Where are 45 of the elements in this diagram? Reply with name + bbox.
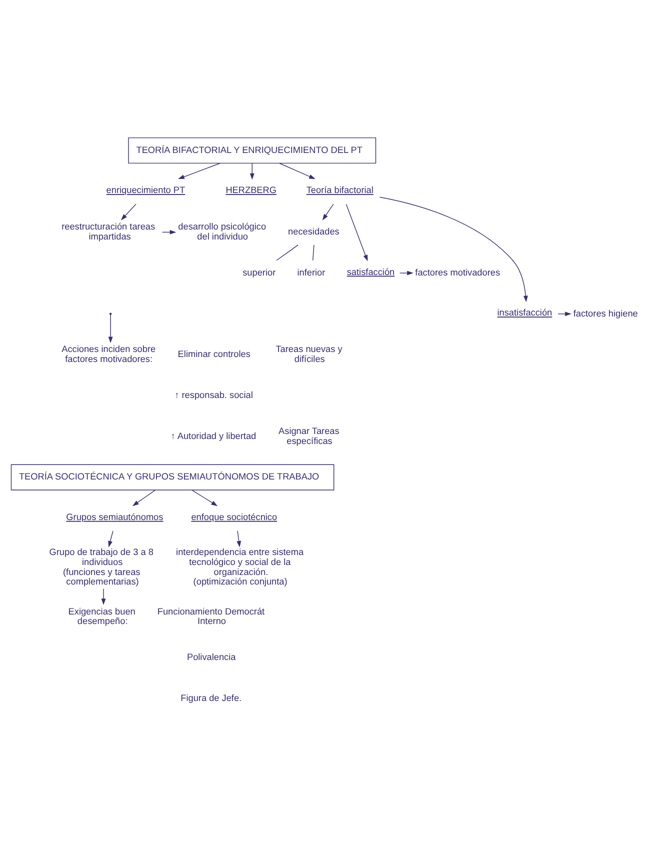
node-text: Grupos semiautónomos — [66, 511, 164, 522]
node-text: interdependencia entre sistema tecnológico y social de la organización. (optimización conjunta) — [176, 546, 304, 586]
node-text: necesidades — [288, 226, 340, 236]
node-text: Teoría bifactorial — [306, 184, 374, 195]
arrow — [379, 196, 528, 302]
node-text: reestructuración tareas impartidas — [62, 221, 156, 242]
label: Tareas nuevas y difíciles — [276, 344, 342, 364]
arrow — [120, 203, 136, 220]
node-text: insatisfacción — [497, 307, 552, 318]
node-text: enriquecimiento PT — [106, 184, 186, 195]
label: Eliminar controles — [178, 348, 250, 359]
label: Polivalencia — [186, 652, 236, 662]
label: ↑ Autoridad y libertad — [170, 430, 256, 440]
node-text: inferior — [297, 266, 326, 277]
node-text: Grupo de trabajo de 3 a 8 individuos (funciones y tareas complementarias) — [49, 546, 154, 586]
node-text: satisfacción — [346, 266, 395, 276]
arrow — [322, 203, 334, 220]
arrow — [101, 588, 106, 605]
arrow — [558, 311, 572, 316]
arrow — [108, 530, 114, 547]
node-text: desarrollo psicológico del individuo — [178, 221, 266, 242]
arrow — [250, 162, 254, 180]
node-text: Acciones inciden sobre factores motivadores: — [62, 344, 156, 364]
node-box: TEORÍA SOCIOTÉCNICA Y GRUPOS SEMIAUTÓNOMOS DE TRABAJO — [10, 464, 334, 490]
arrow — [236, 530, 242, 547]
node-text: superior — [242, 266, 276, 277]
node-text: Exigencias buen desempeño: — [68, 606, 136, 626]
arrow — [192, 489, 218, 506]
arrow — [178, 162, 220, 179]
node-text: factores motivadores — [415, 266, 500, 277]
arrow — [400, 270, 414, 275]
label: Funcionamiento Democrát Interno — [157, 606, 265, 626]
arrow — [279, 162, 316, 179]
label: ↑ responsab. social — [174, 390, 253, 400]
connector — [312, 244, 314, 260]
arrow — [346, 203, 368, 261]
node-box: TEORÍA BIFACTORIAL Y ENRIQUECIMIENTO DEL PT — [128, 136, 376, 164]
label: Figura de Jefe. — [180, 692, 242, 702]
node-text: HERZBERG — [226, 184, 277, 195]
connector — [276, 244, 298, 260]
node-text: enfoque sociotécnico — [191, 511, 278, 522]
label: Asignar Tareas específicas — [278, 425, 340, 446]
arrow — [132, 489, 156, 506]
arrow — [108, 314, 113, 343]
node-text: factores higiene — [573, 308, 638, 318]
